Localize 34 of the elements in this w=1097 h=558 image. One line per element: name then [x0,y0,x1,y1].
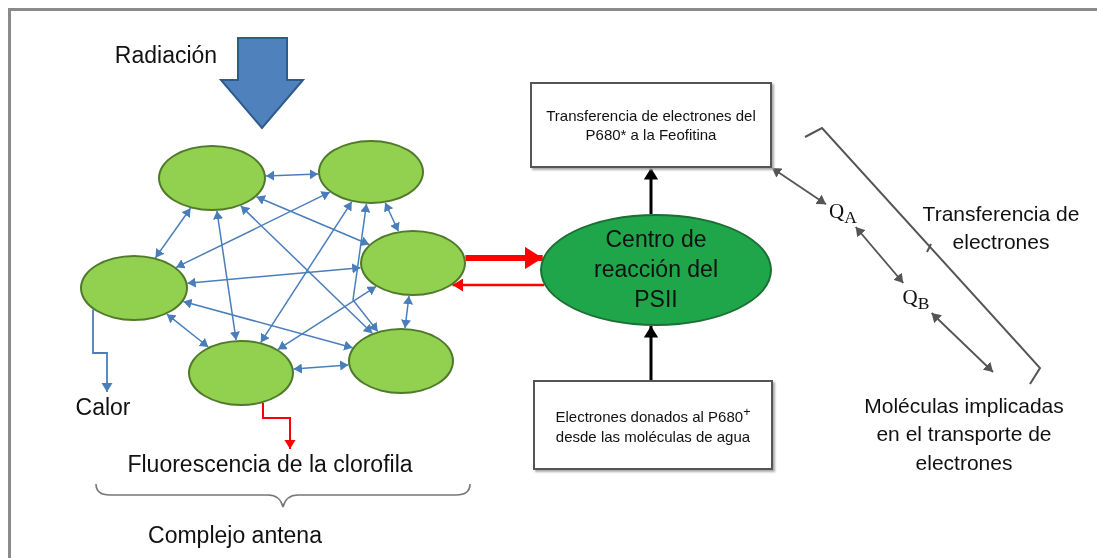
bracket-label: Transferencia de electrones [921,201,1081,256]
arrow [854,226,905,284]
arrow [186,263,362,288]
fluorescence-label: Fluorescencia de la clorofila [92,449,448,481]
quinone-label: Q$_{A}$ [826,197,860,227]
arrow [771,167,827,206]
pigment-ellipse [360,230,466,296]
heat-label: Calor [66,392,140,424]
arrow [175,191,331,269]
arrow [92,308,113,393]
box-text: Electrones donados al P680$^{+}$ desde las moléculas de agua [554,404,752,446]
arrow [277,285,377,351]
process-box [530,82,772,168]
process-box [533,380,773,470]
arrow [255,195,370,246]
arrow [292,360,350,374]
molecules-label: Moléculas implicadas en el transporte de electrones [863,393,1065,476]
radiation-label: Radiación [113,41,219,70]
pigment-ellipse [80,255,188,321]
arrow [643,325,659,380]
arrow [400,295,414,329]
arrow [213,210,240,341]
arrow [643,168,659,215]
arrow [166,313,210,348]
antenna-complex-label: Complejo antena [147,521,323,550]
arrow [240,205,374,334]
arrow [154,207,192,259]
arrow [930,312,994,373]
reaction-center-text: Centro de reacción del PSII [593,225,719,314]
arrow [465,246,543,270]
quinone-label: Q$_{B}$ [898,283,934,313]
arrow [265,169,319,181]
arrow [384,202,400,233]
box-text: Transferencia de electrones del P680* a la Feofitina [545,105,757,145]
